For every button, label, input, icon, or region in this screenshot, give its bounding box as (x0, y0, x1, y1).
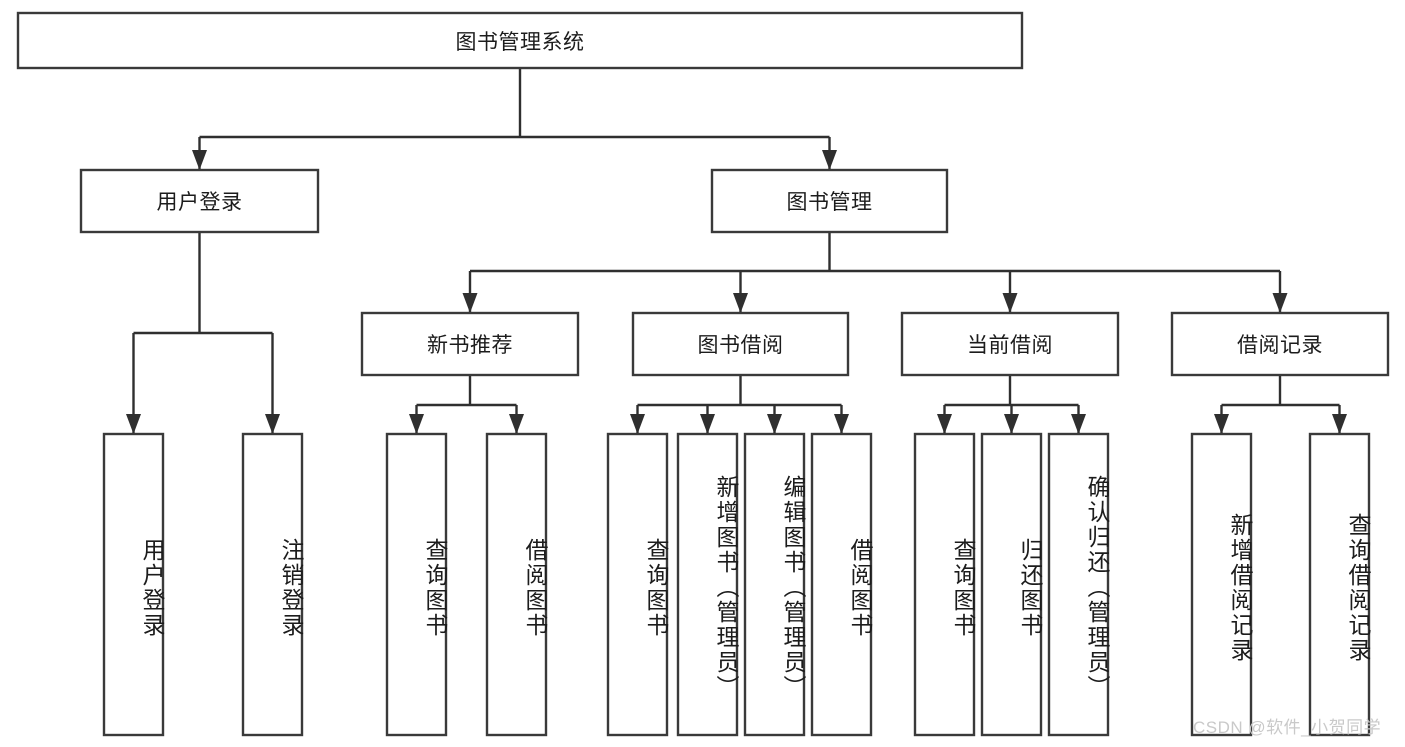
arrow-head-icon (192, 150, 207, 170)
arrow-head-icon (1071, 414, 1086, 434)
edges-layer (126, 68, 1347, 434)
arrow-head-icon (1272, 293, 1288, 313)
node-box-leaf-add-record[interactable] (1190, 432, 1253, 737)
arrow-head-icon (700, 414, 715, 434)
arrow-head-icon (126, 414, 141, 434)
arrow-head-icon (767, 414, 782, 434)
arrow-head-icon (509, 414, 524, 434)
node-box-leaf-query-record[interactable] (1308, 432, 1371, 737)
arrow-head-icon (1004, 414, 1019, 434)
arrow-head-icon (1214, 414, 1229, 434)
node-box-leaf-query-book-2[interactable] (606, 432, 669, 737)
node-box-leaf-query-book-3[interactable] (913, 432, 976, 737)
arrow-head-icon (1002, 293, 1018, 313)
node-box-borrow-record[interactable] (1170, 311, 1390, 377)
node-box-current-borrow[interactable] (900, 311, 1120, 377)
arrow-head-icon (822, 150, 837, 170)
arrow-head-icon (265, 414, 280, 434)
node-box-leaf-borrow-book-1[interactable] (485, 432, 548, 737)
arrow-head-icon (1332, 414, 1347, 434)
node-box-book-borrow[interactable] (631, 311, 850, 377)
node-box-leaf-logout[interactable] (241, 432, 304, 737)
arrow-head-icon (937, 414, 952, 434)
arrow-head-icon (409, 414, 424, 434)
node-box-leaf-confirm-return[interactable] (1047, 432, 1110, 737)
node-box-book-manage[interactable] (710, 168, 949, 234)
node-box-user-login[interactable] (79, 168, 320, 234)
arrow-head-icon (630, 414, 645, 434)
node-box-root[interactable] (16, 11, 1024, 70)
node-box-leaf-return-book[interactable] (980, 432, 1043, 737)
node-box-leaf-add-book[interactable] (676, 432, 739, 737)
arrow-head-icon (733, 293, 748, 313)
node-box-leaf-borrow-book-2[interactable] (810, 432, 873, 737)
node-box-leaf-user-login[interactable] (102, 432, 165, 737)
node-box-leaf-edit-book[interactable] (743, 432, 806, 737)
arrow-head-icon (834, 414, 849, 434)
node-box-new-book-recommend[interactable] (360, 311, 580, 377)
arrow-head-icon (462, 293, 478, 313)
node-box-leaf-query-book-1[interactable] (385, 432, 448, 737)
watermark: CSDN @软件_小贺同学 (1193, 718, 1382, 737)
boxes-layer (16, 11, 1390, 737)
